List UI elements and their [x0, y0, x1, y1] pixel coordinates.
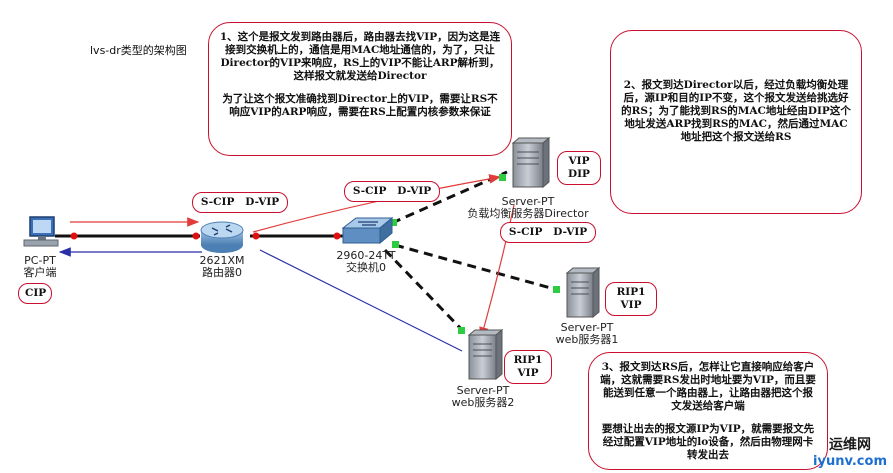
switch-icon[interactable] [341, 216, 394, 245]
rs2-server-icon[interactable] [467, 328, 504, 381]
switch-name: 交换机0 [346, 261, 386, 274]
switch-model: 2960-24TT [336, 249, 396, 262]
arrow-router-to-director [252, 174, 502, 233]
link-switch-rs2 [383, 248, 467, 335]
rs2-model: Server-PT [456, 384, 510, 397]
rs2-name: web服务器2 [451, 396, 515, 409]
tag-rs2-ips: RIP1 VIP [504, 350, 552, 384]
note2-para1: 2、报文到达Director以后，经过负载均衡处理后，源IP和目的IP不变，这个… [621, 79, 851, 143]
note1-para2: 为了让这个报文准确找到Director上的VIP，需要让RS不响应VIP的ARP… [222, 93, 498, 118]
director-label: Server-PT 负载均衡服务器Director [463, 196, 593, 220]
note3-para1: 3、报文到达RS后，怎样让它直接响应给客户端，这就需要RS发出时地址要为VIP，… [600, 361, 816, 412]
router-label: 2621XM 路由器0 [194, 255, 250, 279]
link-dot [392, 241, 399, 248]
router-model: 2621XM [199, 254, 245, 267]
director-model: Server-PT [501, 195, 555, 208]
link-dot [192, 232, 200, 240]
note-director-forward: 2、报文到达Director以后，经过负载均衡处理后，源IP和目的IP不变，这个… [610, 30, 862, 214]
router-name: 路由器0 [202, 266, 242, 279]
tag-packet-1: S-CIP D-VIP [192, 192, 288, 213]
tag-client-cip: CIP [18, 283, 52, 304]
router-icon[interactable] [200, 221, 244, 253]
note-rs-response: 3、报文到达RS后，怎样让它直接响应给客户端，这就需要RS发出时地址要为VIP，… [588, 352, 828, 470]
rs1-model: Server-PT [560, 321, 614, 334]
link-dot [499, 174, 506, 181]
tag-rs1-ips: RIP1 VIP [605, 282, 657, 316]
note-router-arp: 1、这个是报文发到路由器后，路由器去找VIP，因为这是连接到交换机上的，通信是用… [208, 22, 512, 156]
watermark-line1: 运维网 [829, 437, 871, 453]
link-switch-rs1 [394, 243, 559, 292]
director-server-icon[interactable] [511, 136, 551, 189]
watermark: 运维网 iyunv.com [813, 434, 887, 469]
link-switch-director [391, 170, 508, 225]
rs2-label: Server-PT web服务器2 [448, 385, 518, 409]
link-dot [390, 219, 397, 226]
tag-packet-2: S-CIP D-VIP [344, 181, 440, 202]
rs1-server-icon[interactable] [565, 266, 601, 319]
link-dot [333, 232, 341, 240]
tag-packet-3: S-CIP D-VIP [500, 222, 596, 243]
pc-icon[interactable] [23, 216, 59, 247]
rs1-name: web服务器1 [555, 333, 619, 346]
link-dot [70, 232, 78, 240]
link-dot [458, 327, 465, 334]
link-dot [553, 286, 560, 293]
switch-label: 2960-24TT 交换机0 [330, 250, 402, 274]
arrow-director-to-rs2 [479, 204, 515, 340]
watermark-line2: iyunv.com [813, 454, 887, 469]
director-name: 负载均衡服务器Director [467, 207, 589, 220]
note3-para2: 要想让出去的报文源IP为VIP，就需要报文先经过配置VIP地址的lo设备，然后由… [601, 423, 815, 461]
link-dot [252, 232, 260, 240]
pc-model: PC-PT [24, 254, 56, 267]
tag-director-ips: VIP DIP [557, 151, 601, 185]
arrow-rs2-to-router [259, 249, 463, 352]
pc-name: 客户端 [23, 266, 57, 279]
note1-para1: 1、这个是报文发到路由器后，路由器去找VIP，因为这是连接到交换机上的，通信是用… [219, 31, 501, 82]
diagram-title: lvs-dr类型的架构图 [90, 44, 187, 57]
pc-label: PC-PT 客户端 [20, 255, 60, 279]
rs1-label: Server-PT web服务器1 [552, 322, 622, 346]
